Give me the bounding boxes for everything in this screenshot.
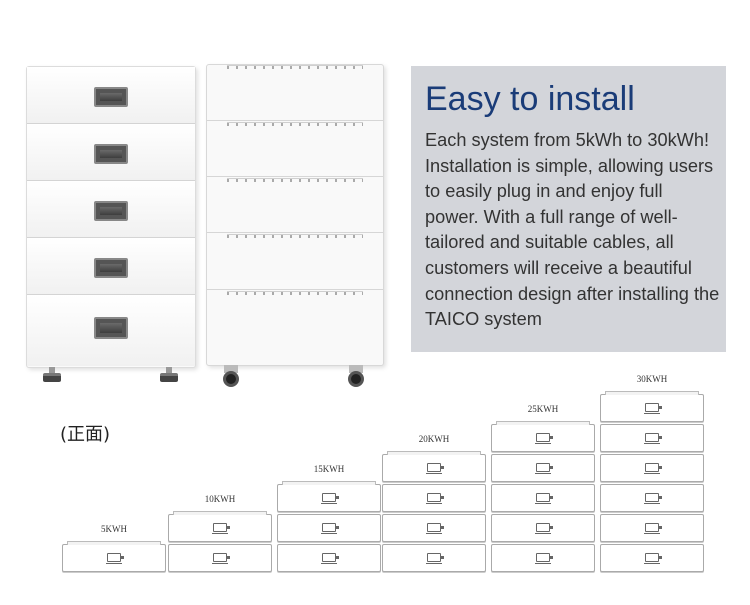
module-indicator-icon [535,523,553,534]
stack-module [491,544,595,572]
module-indicator-icon [644,493,662,504]
battery-module [27,295,195,366]
battery-cabinet-front [26,66,196,368]
module-seam [227,291,363,295]
module-indicator-icon [426,463,444,474]
stack-module [382,451,486,482]
stack-capacity-label: 10KWH [204,494,236,504]
module-handle-icon [94,258,128,278]
stack-module [600,544,704,572]
stack-module [491,454,595,482]
module-indicator-icon [535,433,553,444]
stack-module [277,544,381,572]
stack-module [382,514,486,542]
stack-module [491,484,595,512]
module-handle-icon [94,87,128,107]
module-indicator-icon [212,553,230,564]
stack-module [600,484,704,512]
module-indicator-icon [321,553,339,564]
stack-module [168,511,272,542]
stack-module [382,484,486,512]
module-handle-icon [94,317,128,339]
module-indicator-icon [535,493,553,504]
leveling-foot-icon [158,367,180,383]
battery-cabinet-side [206,64,384,366]
front-view-label: (正面) [60,424,111,445]
module-seam [227,122,363,126]
module-indicator-icon [426,523,444,534]
module-seam [227,65,363,69]
stack-module [491,421,595,452]
battery-module [27,238,195,295]
stack-module [491,514,595,542]
leveling-foot-icon [41,367,63,383]
module-indicator-icon [644,553,662,564]
battery-module [27,181,195,238]
module-indicator-icon [106,553,124,564]
stack-module [600,391,704,422]
module-indicator-icon [535,463,553,474]
stack-module [382,544,486,572]
stack-module [277,514,381,542]
module-indicator-icon [426,553,444,564]
module-seam [227,178,363,182]
module-indicator-icon [212,523,230,534]
module-indicator-icon [644,523,662,534]
stack-module [600,424,704,452]
battery-module [27,67,195,124]
stack-capacity-label: 15KWH [313,464,345,474]
stack-capacity-label: 30KWH [636,374,668,384]
info-title: Easy to install [425,80,635,118]
stack-capacity-label: 5KWH [101,524,127,534]
stack-module [62,541,166,572]
battery-module [27,124,195,181]
module-seam [227,234,363,238]
module-indicator-icon [535,553,553,564]
info-body: Each system from 5kWh to 30kWh! Installa… [425,130,720,330]
module-handle-icon [94,144,128,164]
stack-module [600,514,704,542]
stack-module [277,481,381,512]
module-indicator-icon [644,463,662,474]
stack-capacity-label: 25KWH [527,404,559,414]
module-indicator-icon [426,493,444,504]
info-panel: Easy to install Each system from 5kWh to… [411,66,726,352]
module-indicator-icon [321,493,339,504]
stack-module [168,544,272,572]
module-indicator-icon [644,403,662,414]
stack-module [600,454,704,482]
module-indicator-icon [321,523,339,534]
caster-wheel-icon [346,365,366,387]
module-handle-icon [94,201,128,221]
module-indicator-icon [644,433,662,444]
stack-capacity-label: 20KWH [418,434,450,444]
caster-wheel-icon [221,365,241,387]
